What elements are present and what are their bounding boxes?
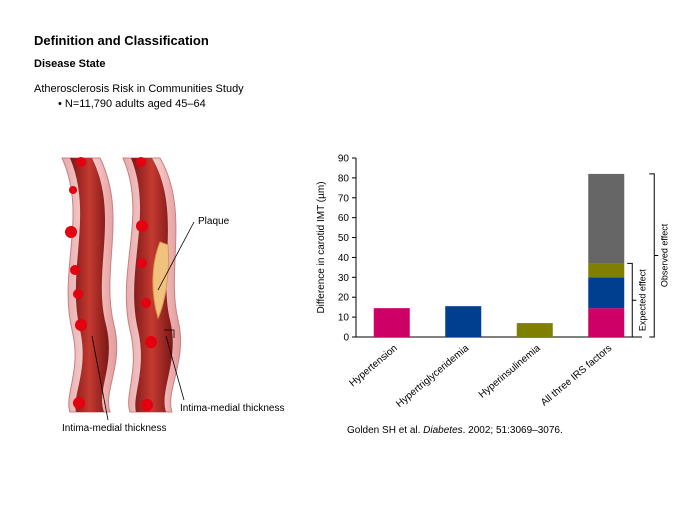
- y-tick-label: 10: [338, 313, 350, 324]
- y-tick-label: 40: [338, 253, 350, 264]
- annotation-label: Expected effect: [637, 269, 647, 331]
- citation-journal: Diabetes: [423, 425, 463, 436]
- section-subtitle: Disease State: [34, 58, 106, 70]
- annotation-bracket: [627, 262, 637, 338]
- category-label: Hypertension: [347, 343, 399, 389]
- y-tick-label: 50: [338, 233, 350, 244]
- y-tick-label: 80: [338, 173, 350, 184]
- category-label: Hyperinsulinemia: [477, 343, 543, 401]
- bar-segment: [588, 277, 625, 309]
- y-tick-label: 0: [343, 333, 349, 344]
- chart-annotations: Expected effect Observed effect: [627, 173, 669, 338]
- study-name: Atherosclerosis Risk in Communities Stud…: [34, 83, 244, 95]
- bar-segment: [516, 323, 553, 337]
- y-tick-label: 90: [338, 154, 350, 165]
- annotation-label: Observed effect: [659, 223, 669, 287]
- category-label: Hypertriglyceridemia: [394, 343, 471, 410]
- plaque-shape: [152, 241, 169, 320]
- chart-bars: [373, 173, 625, 337]
- y-tick-label: 20: [338, 293, 350, 304]
- category-label: All three IRS factors: [539, 343, 614, 409]
- bar-segment: [445, 306, 482, 337]
- page-title: Definition and Classification: [34, 33, 209, 48]
- bar-segment: [588, 173, 625, 264]
- bar-segment: [588, 308, 625, 337]
- bar-segment: [373, 308, 410, 337]
- y-tick-label: 30: [338, 273, 350, 284]
- citation-suffix: . 2002; 51:3069–3076.: [462, 425, 563, 436]
- plaque-label: Plaque: [198, 216, 230, 227]
- y-tick-label: 60: [338, 213, 350, 224]
- diseased-artery: [122, 157, 182, 413]
- y-tick-label: 70: [338, 193, 350, 204]
- y-axis-title: Difference in carotid IMT (µm): [316, 181, 327, 313]
- imt-label-right: Intima-medial thickness: [180, 403, 284, 414]
- normal-artery: [61, 157, 118, 413]
- imt-label-left: Intima-medial thickness: [62, 423, 166, 434]
- citation-prefix: Golden SH et al.: [347, 425, 424, 436]
- study-bullet: • N=11,790 adults aged 45–64: [58, 98, 206, 110]
- bar-segment: [588, 263, 625, 278]
- annotation-bracket: [649, 173, 659, 338]
- citation: Golden SH et al. Diabetes. 2002; 51:3069…: [347, 425, 563, 436]
